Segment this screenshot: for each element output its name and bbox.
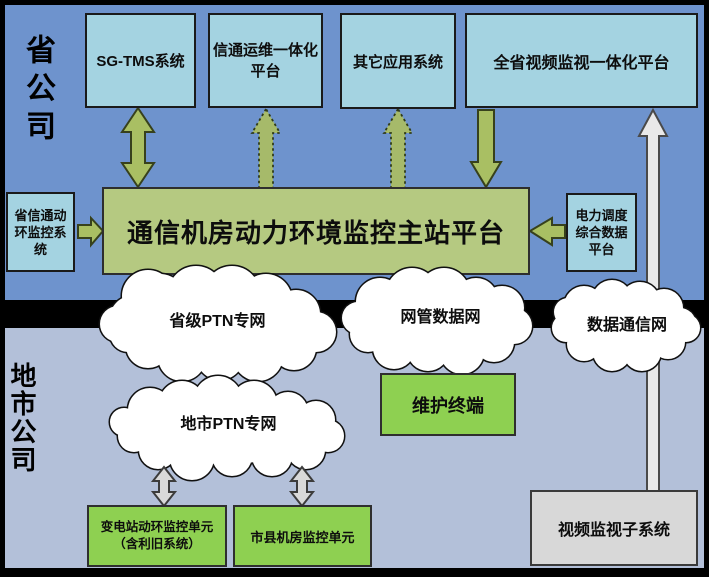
province-company-label: 省公司 xyxy=(21,34,54,148)
main-platform-box: 通信机房动力环境监控主站平台 xyxy=(102,187,530,275)
power-dispatch-data-box: 电力调度综合数据平台 xyxy=(566,193,637,272)
province-ict-env-monitor-box: 省信通动环监控系统 xyxy=(6,192,75,272)
other-apps-box: 其它应用系统 xyxy=(340,13,456,109)
ict-ops-platform-box: 信通运维一体化平台 xyxy=(208,13,323,108)
province-video-platform-box: 全省视频监视一体化平台 xyxy=(465,13,698,108)
city-company-label: 地市公司 xyxy=(7,362,37,474)
sg-tms-box: SG-TMS系统 xyxy=(85,13,196,108)
cloud-city-ptn-label: 地市PTN专网 xyxy=(180,416,277,433)
county-room-monitor-unit-box: 市县机房监控单元 xyxy=(233,505,372,567)
substation-monitor-unit-box: 变电站动环监控单元 （含利旧系统） xyxy=(87,505,227,567)
cloud-data-comm-network-label: 数据通信网 xyxy=(586,317,667,334)
maintenance-terminal-box: 维护终端 xyxy=(380,373,516,436)
cloud-nms-data-network-label: 网管数据网 xyxy=(400,309,481,326)
video-subsystem-box: 视频监视子系统 xyxy=(530,490,698,566)
cloud-province-ptn-label: 省级PTN专网 xyxy=(169,313,266,330)
